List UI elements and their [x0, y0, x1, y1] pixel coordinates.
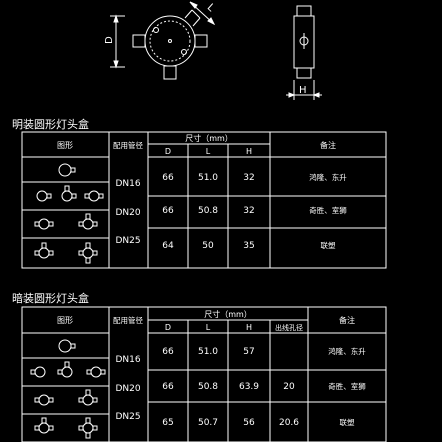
table2-cell-d: 65 — [162, 418, 173, 428]
junction-box-symbol — [78, 389, 98, 406]
table2-header-l: L — [206, 323, 211, 332]
table1-header-size: 尺寸（mm） — [185, 133, 233, 143]
junction-box-symbol — [57, 361, 73, 378]
table2-header-figure: 图形 — [57, 316, 73, 325]
table2-header-h: H — [246, 323, 252, 332]
table2-symbols — [30, 339, 106, 439]
table2-cell-h: 63.9 — [239, 382, 259, 392]
table1-header-figure: 图形 — [57, 141, 73, 150]
table1-cell-remark: 奇胜、室狮 — [309, 205, 347, 215]
table1-cell-l: 50.8 — [198, 206, 218, 216]
table1-cell-h: 35 — [243, 241, 254, 251]
table2-header-d: D — [165, 323, 171, 332]
junction-box-symbol — [36, 190, 52, 202]
round-box-plan-view — [110, 1, 216, 80]
table1-header-remark: 备注 — [320, 140, 336, 150]
table2-cell-hole: 20.6 — [279, 418, 299, 428]
table1-header-l: L — [206, 147, 211, 156]
table1-cell-h: 32 — [243, 173, 254, 183]
junction-box-symbol — [61, 185, 77, 202]
table1-cell-l: 51.0 — [198, 173, 218, 183]
table2-cell-remark: 联塑 — [340, 418, 355, 427]
table2-cell-h: 57 — [243, 347, 254, 357]
junction-box-symbol — [58, 163, 76, 177]
junction-box-symbol — [58, 339, 76, 353]
table1-cell-d: 66 — [162, 206, 174, 216]
table2-header-remark: 备注 — [339, 315, 355, 325]
table2-cell-remark: 奇胜、室狮 — [328, 381, 366, 391]
junction-box-symbol — [34, 394, 54, 406]
table1-cell-d: 66 — [162, 173, 174, 183]
table1-cell-d: 64 — [162, 241, 174, 251]
dim-h-label: H — [299, 85, 307, 96]
junction-box-symbol — [78, 417, 98, 439]
table2-pipe-dn16: DN16 — [115, 355, 140, 365]
table2-cell-l: 50.7 — [198, 418, 218, 428]
table1-pipe-dn16: DN16 — [115, 179, 140, 189]
table1-header-h: H — [246, 147, 252, 156]
table2-header-hole: 出线孔径 — [275, 323, 303, 332]
dim-l-label: L — [205, 2, 217, 14]
table2-cell-remark: 鸿隆、东升 — [328, 346, 366, 356]
table2-title: 暗装圆形灯头盒 — [12, 291, 89, 305]
table2-cell-d: 66 — [162, 347, 174, 357]
junction-box-symbol — [78, 213, 98, 230]
junction-box-symbol — [34, 218, 54, 230]
table2-pipe-dn25: DN25 — [115, 412, 140, 422]
table2-cell-l: 50.8 — [198, 382, 218, 392]
table1-cell-remark: 鸿隆、东升 — [309, 172, 347, 182]
table2-grid — [21, 306, 387, 442]
table1-grid — [21, 131, 387, 269]
table2-cell-hole: 20 — [283, 382, 295, 392]
junction-box-symbol — [78, 242, 98, 264]
round-box-side-view — [286, 5, 322, 100]
table1-symbols — [34, 163, 104, 264]
table1-header-d: D — [165, 147, 171, 156]
table2-pipe-dn20: DN20 — [115, 384, 140, 394]
junction-box-symbol — [34, 417, 54, 434]
table1-pipe-dn25: DN25 — [115, 236, 140, 246]
table2-header-pipe: 配用管径 — [113, 315, 143, 325]
table2-cell-d: 66 — [162, 382, 174, 392]
table2-cell-l: 51.0 — [198, 347, 218, 357]
table2-cell-h: 56 — [243, 418, 255, 428]
table1-cell-remark: 联塑 — [321, 241, 336, 250]
table1-header-pipe: 配用管径 — [113, 140, 143, 150]
dim-d-label: D — [104, 36, 115, 44]
junction-box-symbol — [30, 366, 46, 378]
table2-header-size: 尺寸（mm） — [204, 309, 252, 319]
junction-box-symbol — [84, 190, 104, 202]
junction-box-symbol — [86, 366, 106, 378]
table1-title: 明装圆形灯头盒 — [12, 117, 89, 131]
junction-box-symbol — [34, 242, 54, 259]
table1-cell-l: 50 — [202, 241, 214, 251]
table1-cell-h: 32 — [243, 206, 254, 216]
table1-pipe-dn20: DN20 — [115, 208, 140, 218]
